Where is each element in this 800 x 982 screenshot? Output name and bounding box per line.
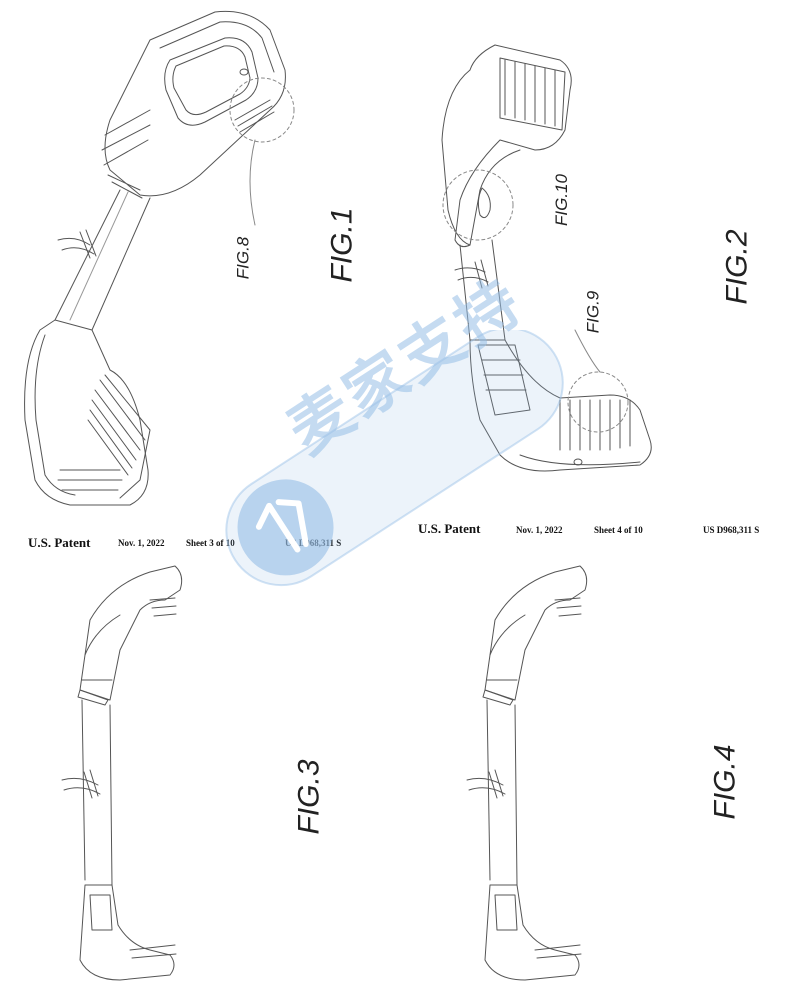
- fig3-label: FIG.3: [292, 759, 326, 835]
- left-patent-date: Nov. 1, 2022: [118, 538, 165, 548]
- fig3-drawing: [61, 565, 183, 981]
- fig2-label: FIG.2: [720, 229, 754, 305]
- right-patent-number: US D968,311 S: [703, 525, 760, 535]
- fig2-drawing: [441, 44, 652, 472]
- right-patent-date: Nov. 1, 2022: [516, 525, 563, 535]
- left-patent-label: U.S. Patent: [28, 535, 91, 550]
- fig10-label: FIG.10: [551, 174, 571, 226]
- fig1-label: FIG.1: [325, 207, 359, 283]
- fig1-drawing: [24, 10, 295, 506]
- fig4-label: FIG.4: [708, 744, 742, 820]
- fig4-drawing: [466, 565, 588, 981]
- right-patent-label: U.S. Patent: [418, 521, 481, 536]
- right-sheet-number: Sheet 4 of 10: [594, 525, 643, 535]
- fig8-label: FIG.8: [233, 236, 253, 280]
- left-sheet-number: Sheet 3 of 10: [186, 538, 235, 548]
- left-patent-number: US D968,311 S: [285, 538, 342, 548]
- fig9-label: FIG.9: [583, 290, 603, 334]
